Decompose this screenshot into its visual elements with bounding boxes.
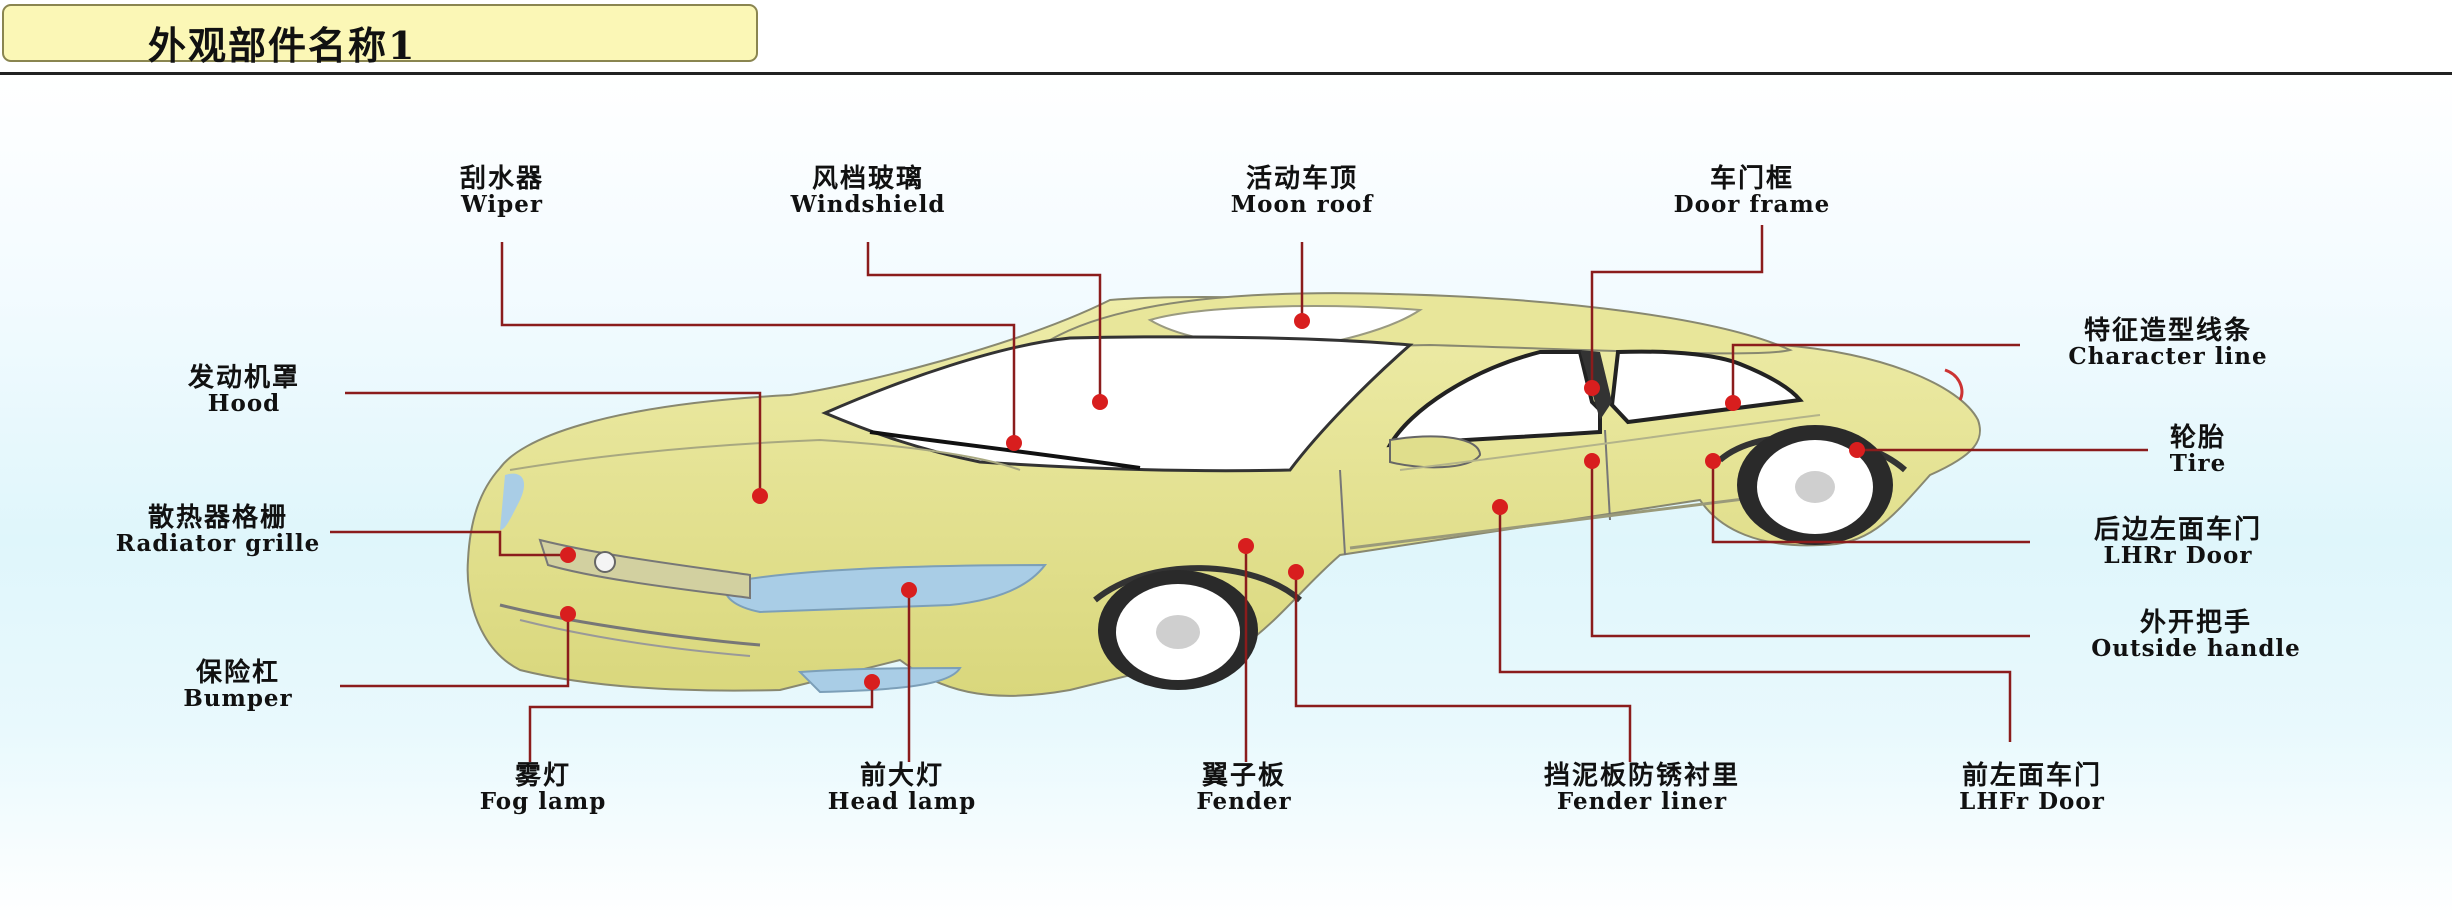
label-cn: 翼子板 xyxy=(1196,762,1291,790)
label-character-line: 特征造型线条 Character line xyxy=(2068,317,2268,370)
label-en: LHFr Door xyxy=(1959,790,2105,815)
label-head-lamp: 前大灯 Head lamp xyxy=(828,762,976,815)
label-cn: 前左面车门 xyxy=(1959,762,2105,790)
label-cn: 雾灯 xyxy=(480,762,607,790)
label-en: Outside handle xyxy=(2091,637,2301,662)
label-en: Door frame xyxy=(1674,193,1831,218)
label-cn: 挡泥板防锈衬里 xyxy=(1544,762,1740,790)
label-radiator-grille: 散热器格栅 Radiator grille xyxy=(116,504,320,557)
label-en: Fender xyxy=(1196,790,1291,815)
label-cn: 轮胎 xyxy=(2170,424,2227,452)
label-cn: 风档玻璃 xyxy=(791,165,946,193)
label-en: Fog lamp xyxy=(480,790,607,815)
label-en: Radiator grille xyxy=(116,532,320,557)
label-en: Character line xyxy=(2068,345,2268,370)
label-en: Bumper xyxy=(183,687,292,712)
label-lhfr-door: 前左面车门 LHFr Door xyxy=(1959,762,2105,815)
label-en: Wiper xyxy=(460,193,544,218)
label-hood: 发动机罩 Hood xyxy=(188,364,300,417)
label-cn: 散热器格栅 xyxy=(116,504,320,532)
label-cn: 后边左面车门 xyxy=(2094,516,2262,544)
label-fender-liner: 挡泥板防锈衬里 Fender liner xyxy=(1544,762,1740,815)
label-cn: 发动机罩 xyxy=(188,364,300,392)
label-cn: 活动车顶 xyxy=(1231,165,1374,193)
label-en: Fender liner xyxy=(1544,790,1740,815)
label-bumper: 保险杠 Bumper xyxy=(183,659,292,712)
page-title: 外观部件名称1 xyxy=(148,15,416,70)
label-cn: 车门框 xyxy=(1674,165,1831,193)
label-wiper: 刮水器 Wiper xyxy=(460,165,544,218)
label-cn: 刮水器 xyxy=(460,165,544,193)
label-fender: 翼子板 Fender xyxy=(1196,762,1291,815)
label-door-frame: 车门框 Door frame xyxy=(1674,165,1831,218)
title-box: 外观部件名称1 xyxy=(2,4,758,62)
label-tire: 轮胎 Tire xyxy=(2170,424,2227,477)
label-en: Hood xyxy=(188,392,300,417)
label-cn: 保险杠 xyxy=(183,659,292,687)
label-cn: 前大灯 xyxy=(828,762,976,790)
label-en: Windshield xyxy=(791,193,946,218)
foglamp-shape xyxy=(800,668,960,692)
label-fog-lamp: 雾灯 Fog lamp xyxy=(480,762,607,815)
label-outside-handle: 外开把手 Outside handle xyxy=(2091,609,2301,662)
label-en: Tire xyxy=(2170,452,2227,477)
label-windshield: 风档玻璃 Windshield xyxy=(791,165,946,218)
label-moon-roof: 活动车顶 Moon roof xyxy=(1231,165,1374,218)
label-en: LHRr Door xyxy=(2094,544,2262,569)
label-en: Head lamp xyxy=(828,790,976,815)
label-lhrr-door: 后边左面车门 LHRr Door xyxy=(2094,516,2262,569)
label-cn: 特征造型线条 xyxy=(2068,317,2268,345)
label-en: Moon roof xyxy=(1231,193,1374,218)
label-cn: 外开把手 xyxy=(2091,609,2301,637)
